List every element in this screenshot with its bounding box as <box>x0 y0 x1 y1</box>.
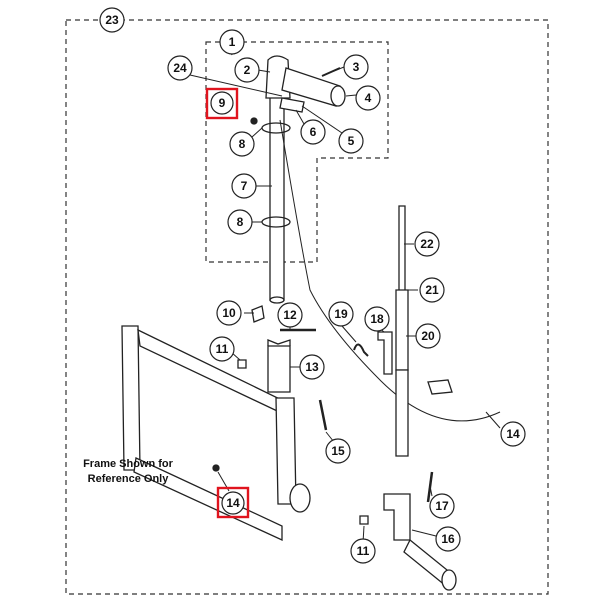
svg-text:7: 7 <box>241 179 248 193</box>
callout-6: 6 <box>300 119 326 145</box>
svg-text:1: 1 <box>229 35 236 49</box>
svg-text:23: 23 <box>105 13 119 27</box>
frame-note-line2: Reference Only <box>88 473 170 485</box>
callout-20: 20 <box>415 323 441 349</box>
svg-text:3: 3 <box>353 60 360 74</box>
svg-text:14: 14 <box>506 427 520 441</box>
callout-22: 22 <box>414 231 440 257</box>
svg-text:17: 17 <box>435 499 449 513</box>
frame-part <box>121 325 141 471</box>
pole-20-part <box>395 369 409 457</box>
svg-text:8: 8 <box>239 137 246 151</box>
assembly-23-outline <box>65 19 549 595</box>
bracket-18-part <box>377 331 393 375</box>
svg-text:12: 12 <box>283 308 297 322</box>
callout-17: 17 <box>429 493 455 519</box>
callout-9-highlighted: 9 <box>205 87 239 120</box>
parts-drawing <box>121 55 501 591</box>
svg-text:14: 14 <box>226 496 240 510</box>
svg-text:20: 20 <box>421 329 435 343</box>
mount-13-part <box>267 345 291 393</box>
callout-13: 13 <box>299 354 325 380</box>
svg-text:22: 22 <box>420 237 434 251</box>
hook-19-part <box>353 343 369 357</box>
callout-4: 4 <box>355 85 381 111</box>
svg-text:5: 5 <box>348 134 355 148</box>
callout-16: 16 <box>435 526 461 552</box>
frame-note-line1: Frame Shown for <box>83 458 174 470</box>
svg-text:6: 6 <box>310 125 317 139</box>
nut-9-part <box>250 117 258 125</box>
callout-11-upper: 11 <box>209 336 235 362</box>
svg-text:18: 18 <box>370 312 384 326</box>
callout-5: 5 <box>338 128 364 154</box>
callout-8-lower: 8 <box>227 209 253 235</box>
post-part <box>269 81 285 301</box>
bracket-16-part <box>383 493 411 541</box>
callout-11-lower: 11 <box>350 538 376 564</box>
callout-10: 10 <box>216 300 242 326</box>
callout-18: 18 <box>364 306 390 332</box>
svg-text:16: 16 <box>441 532 455 546</box>
svg-text:21: 21 <box>425 283 439 297</box>
callout-1: 1 <box>219 29 245 55</box>
svg-text:8: 8 <box>237 215 244 229</box>
callout-3: 3 <box>343 54 369 80</box>
svg-text:24: 24 <box>173 61 187 75</box>
assembly-1-outline <box>205 41 389 263</box>
svg-text:13: 13 <box>305 360 319 374</box>
callout-2: 2 <box>234 57 260 83</box>
callout-23: 23 <box>99 7 125 33</box>
svg-text:11: 11 <box>357 544 370 558</box>
svg-text:4: 4 <box>365 91 372 105</box>
svg-text:2: 2 <box>244 63 251 77</box>
callout-14-highlighted: 14 <box>216 486 250 519</box>
svg-text:10: 10 <box>222 306 236 320</box>
pole-21-part <box>395 289 409 371</box>
cable <box>279 119 501 422</box>
callout-7: 7 <box>231 173 257 199</box>
callout-12: 12 <box>277 302 303 328</box>
pole-22-part <box>398 205 406 293</box>
svg-text:15: 15 <box>331 444 345 458</box>
controller-part <box>427 379 453 395</box>
svg-text:19: 19 <box>334 307 348 321</box>
callout-15: 15 <box>325 438 351 464</box>
callout-8-upper: 8 <box>229 131 255 157</box>
callout-21: 21 <box>419 277 445 303</box>
svg-text:9: 9 <box>219 96 226 110</box>
callout-24: 24 <box>167 55 193 81</box>
callout-14-right: 14 <box>500 421 526 447</box>
svg-text:11: 11 <box>216 342 229 356</box>
callout-19: 19 <box>328 301 354 327</box>
